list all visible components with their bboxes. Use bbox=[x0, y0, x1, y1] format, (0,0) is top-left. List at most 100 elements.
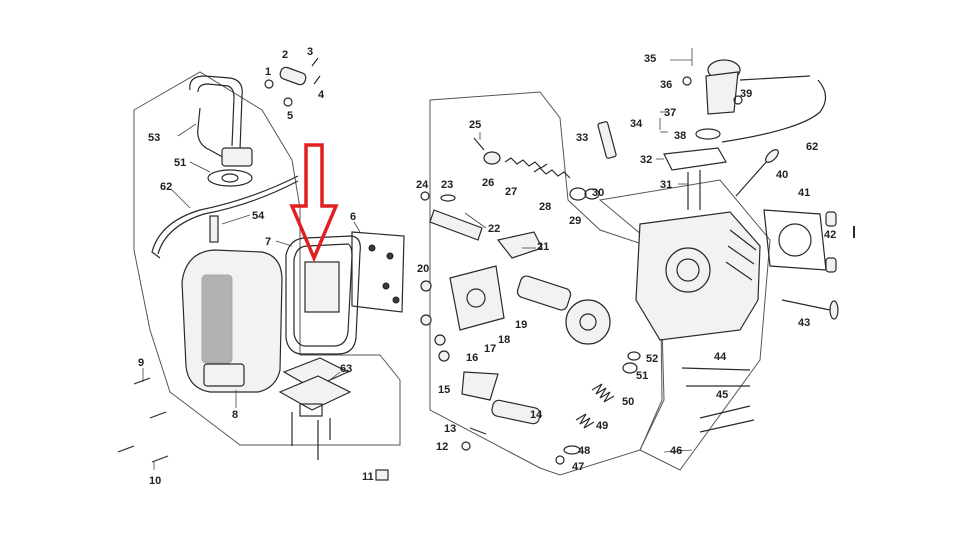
part-7-plate bbox=[304, 261, 340, 313]
part-3-bolt bbox=[311, 57, 319, 67]
part-6-bolt-b bbox=[386, 252, 394, 260]
part-28-spring bbox=[533, 167, 571, 179]
label-40: 40 bbox=[776, 169, 788, 181]
label-34: 34 bbox=[630, 118, 643, 130]
label-23: 23 bbox=[441, 179, 453, 191]
leader-7 bbox=[275, 240, 293, 247]
part-47-keeper bbox=[555, 455, 565, 465]
label-10: 10 bbox=[149, 475, 161, 487]
part-52-seal bbox=[627, 351, 641, 361]
part-8-cover-base bbox=[203, 363, 245, 387]
part-38-oring bbox=[695, 128, 721, 140]
part-10-bolt-b bbox=[151, 455, 169, 463]
part-6-bolt-a bbox=[368, 244, 376, 252]
label-21: 21 bbox=[537, 241, 549, 253]
label-62a: 62 bbox=[160, 181, 172, 193]
part-17-cam-holder-bore bbox=[466, 288, 486, 308]
label-44: 44 bbox=[714, 351, 727, 363]
label-41: 41 bbox=[798, 187, 810, 199]
part-45-stud-a bbox=[699, 405, 751, 419]
cylinder-head-body bbox=[635, 211, 761, 341]
part-48-retainer bbox=[563, 445, 581, 455]
part-41-head-gasket bbox=[763, 209, 827, 271]
leader-6 bbox=[353, 221, 361, 233]
part-7-cover-gasket bbox=[285, 235, 361, 355]
label-26: 26 bbox=[482, 177, 494, 189]
label-47: 47 bbox=[572, 461, 584, 473]
leader-lines bbox=[142, 48, 693, 470]
part-29-seat bbox=[569, 187, 587, 201]
part-45-stud-b bbox=[699, 419, 755, 433]
part-54-pin bbox=[209, 215, 219, 243]
part-62-hose-right-b bbox=[721, 79, 827, 143]
part-22-rocker-shaft bbox=[429, 209, 483, 241]
label-31: 31 bbox=[660, 179, 672, 191]
part-62-hose-left bbox=[151, 175, 299, 259]
part-51-gasket bbox=[207, 169, 253, 187]
label-46: 46 bbox=[670, 445, 682, 457]
part-51b-seat bbox=[622, 362, 638, 374]
label-52: 52 bbox=[646, 353, 658, 365]
label-29: 29 bbox=[569, 215, 581, 227]
highlight-arrow-icon bbox=[289, 143, 339, 263]
label-27: 27 bbox=[505, 186, 517, 198]
label-51: 51 bbox=[174, 157, 186, 169]
label-49: 49 bbox=[596, 420, 608, 432]
label-38: 38 bbox=[674, 130, 686, 142]
part-63-breather-neck bbox=[299, 403, 323, 417]
part-25-keeper bbox=[473, 137, 485, 151]
part-41-gasket-bore bbox=[778, 223, 812, 257]
part-6-bolt-d bbox=[392, 296, 400, 304]
callout-labels: 1 2 3 4 5 6 7 8 9 10 11 12 13 14 15 16 1… bbox=[138, 46, 836, 487]
label-15: 15 bbox=[438, 384, 450, 396]
cover-group bbox=[117, 57, 405, 481]
cylinder-head-fins bbox=[725, 229, 757, 281]
part-6-bolt-c bbox=[382, 282, 390, 290]
part-53-breather-hose-inner bbox=[197, 83, 235, 147]
part-43-valve-head bbox=[829, 300, 839, 320]
part-33-spark-plug bbox=[597, 121, 617, 159]
part-50-spring bbox=[591, 383, 615, 403]
part-13-bolt bbox=[469, 427, 487, 435]
part-26-retainer bbox=[483, 151, 501, 165]
label-11: 11 bbox=[362, 471, 374, 483]
label-14: 14 bbox=[530, 409, 543, 421]
part-62-hose-left-b bbox=[157, 180, 299, 255]
label-63: 63 bbox=[340, 363, 352, 375]
label-3: 3 bbox=[307, 46, 313, 58]
cover-group-outline bbox=[133, 71, 401, 446]
part-1-screw bbox=[264, 79, 274, 89]
leader-63 bbox=[329, 371, 341, 381]
leader-54 bbox=[221, 214, 251, 225]
label-17: 17 bbox=[484, 343, 496, 355]
label-36: 36 bbox=[660, 79, 672, 91]
part-20-nut-c bbox=[434, 334, 446, 346]
label-18: 18 bbox=[498, 334, 510, 346]
part-9-bolt-a bbox=[133, 377, 151, 385]
part-10-bolt-a bbox=[117, 445, 135, 453]
part-43-valve-stem bbox=[781, 299, 831, 311]
cylinder-head-chamber bbox=[665, 247, 711, 293]
label-39: 39 bbox=[740, 88, 752, 100]
cylinder-head-port bbox=[676, 258, 700, 282]
part-39-nut bbox=[733, 95, 743, 105]
label-54: 54 bbox=[252, 210, 265, 222]
label-1: 1 bbox=[265, 66, 271, 78]
part-40-valve-stem bbox=[735, 159, 769, 197]
part-8-head-cover bbox=[181, 249, 283, 393]
part-37-intake-manifold bbox=[705, 71, 739, 115]
part-5-screw bbox=[283, 97, 293, 107]
label-53: 53 bbox=[148, 132, 160, 144]
label-2: 2 bbox=[282, 49, 288, 61]
label-25: 25 bbox=[469, 119, 481, 131]
label-7: 7 bbox=[265, 236, 271, 248]
label-33: 33 bbox=[576, 132, 588, 144]
label-24: 24 bbox=[416, 179, 429, 191]
cylinder-head-group bbox=[555, 59, 839, 471]
part-23-oring bbox=[440, 194, 456, 202]
part-21-rocker-arm bbox=[496, 231, 543, 259]
label-19: 19 bbox=[515, 319, 527, 331]
part-14-shaft bbox=[491, 399, 541, 425]
part-20-nut-d bbox=[438, 350, 450, 362]
